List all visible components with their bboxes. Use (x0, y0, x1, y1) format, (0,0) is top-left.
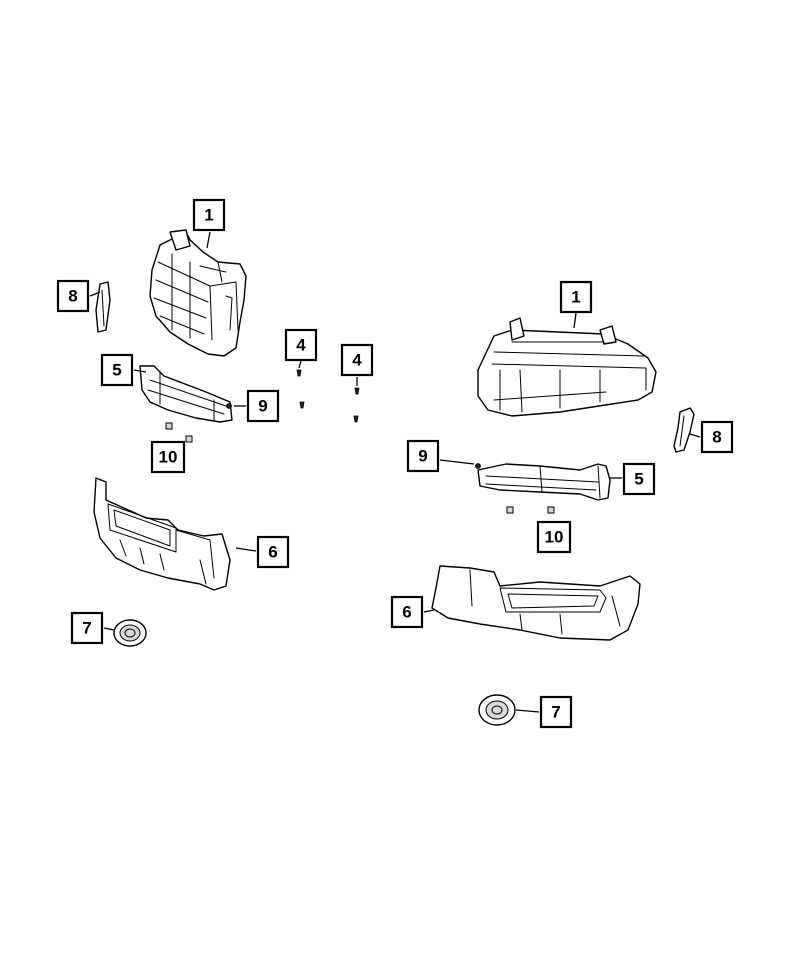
right-headlamp-part (477, 317, 657, 417)
right-side-marker-part (673, 407, 695, 453)
callout-box: 4 (340, 343, 374, 377)
callout-box: 5 (100, 353, 134, 387)
svg-text:9: 9 (418, 447, 427, 466)
left-headlamp-part (149, 229, 247, 357)
svg-text:7: 7 (82, 619, 91, 638)
callout-box: 1 (559, 280, 593, 314)
right-bezel-part (431, 565, 641, 641)
callout-box: 4 (284, 328, 318, 362)
callout-box: 1 (192, 198, 226, 232)
svg-text:4: 4 (296, 336, 306, 355)
callout-box: 6 (390, 595, 424, 629)
svg-text:10: 10 (159, 448, 178, 467)
left-side-marker-part (95, 281, 111, 333)
svg-text:9: 9 (258, 397, 267, 416)
leader-lines (89, 231, 701, 713)
svg-text:1: 1 (571, 288, 580, 307)
svg-text:5: 5 (112, 361, 121, 380)
callout-box: 5 (622, 462, 656, 496)
left-turn-lamp-part (139, 365, 233, 423)
callout-box: 10 (536, 520, 572, 554)
callout-box: 6 (256, 535, 290, 569)
right-turn-lamp-part (477, 463, 611, 501)
svg-text:8: 8 (712, 428, 721, 447)
right-small-fasteners (475, 463, 555, 514)
callout-box: 8 (56, 279, 90, 313)
left-small-fasteners (165, 403, 232, 443)
svg-text:8: 8 (68, 287, 77, 306)
screws-part (296, 369, 360, 423)
callout-box: 9 (246, 389, 280, 423)
svg-text:7: 7 (551, 703, 560, 722)
callout-box: 10 (150, 440, 186, 474)
svg-text:10: 10 (545, 528, 564, 547)
svg-text:1: 1 (204, 206, 213, 225)
callout-box: 7 (70, 611, 104, 645)
svg-text:4: 4 (352, 351, 362, 370)
right-fog-lamp-part (478, 694, 516, 726)
callout-box: 9 (406, 439, 440, 473)
svg-text:6: 6 (402, 603, 411, 622)
left-bezel-part (93, 477, 231, 591)
left-fog-lamp-part (113, 619, 147, 647)
callout-box: 8 (700, 420, 734, 454)
svg-text:5: 5 (634, 470, 643, 489)
callout-box: 7 (539, 695, 573, 729)
svg-text:6: 6 (268, 543, 277, 562)
